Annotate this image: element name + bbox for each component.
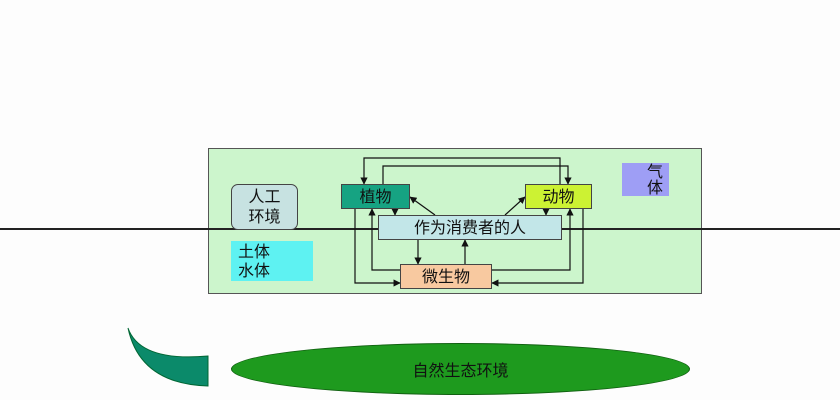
arrow-consumer-to-plants [409, 196, 436, 216]
gas-box: 气 体 [622, 163, 669, 196]
arrow-microbes-to-plants [368, 208, 400, 271]
soil-line2: 水体 [238, 261, 271, 280]
gas-line1: 气 [646, 161, 663, 181]
consumer-human-box: 作为消费者的人 [378, 215, 562, 240]
soil-water-box: 土体 水体 [231, 241, 313, 281]
natural-env-label: 自然生态环境 [412, 361, 509, 380]
human-env-line2: 环境 [248, 207, 281, 226]
animals-box: 动物 [525, 184, 592, 209]
arrow-plants-to-animals [382, 165, 572, 185]
plants-box: 植物 [341, 184, 410, 209]
arc-shape [127, 327, 209, 387]
arrow-consumer-to-animals [504, 196, 526, 216]
gas-line2: 体 [646, 177, 663, 197]
microbes-label: 微生物 [421, 266, 470, 286]
arrow-animals-to-plants [360, 157, 561, 185]
natural-environment-ellipse: 自然生态环境 [231, 343, 690, 395]
arrow-microbes-to-animals [492, 208, 574, 271]
arrow-animals-to-microbes [491, 209, 584, 287]
microbes-box: 微生物 [400, 264, 492, 289]
soil-line1: 土体 [238, 242, 271, 261]
human-environment-box: 人工 环境 [231, 184, 298, 230]
consumer-label: 作为消费者的人 [413, 217, 526, 237]
human-env-line1: 人工 [248, 187, 281, 206]
animals-label: 动物 [542, 186, 575, 206]
plants-label: 植物 [359, 186, 392, 206]
arrow-plants-to-microbes [354, 209, 401, 287]
